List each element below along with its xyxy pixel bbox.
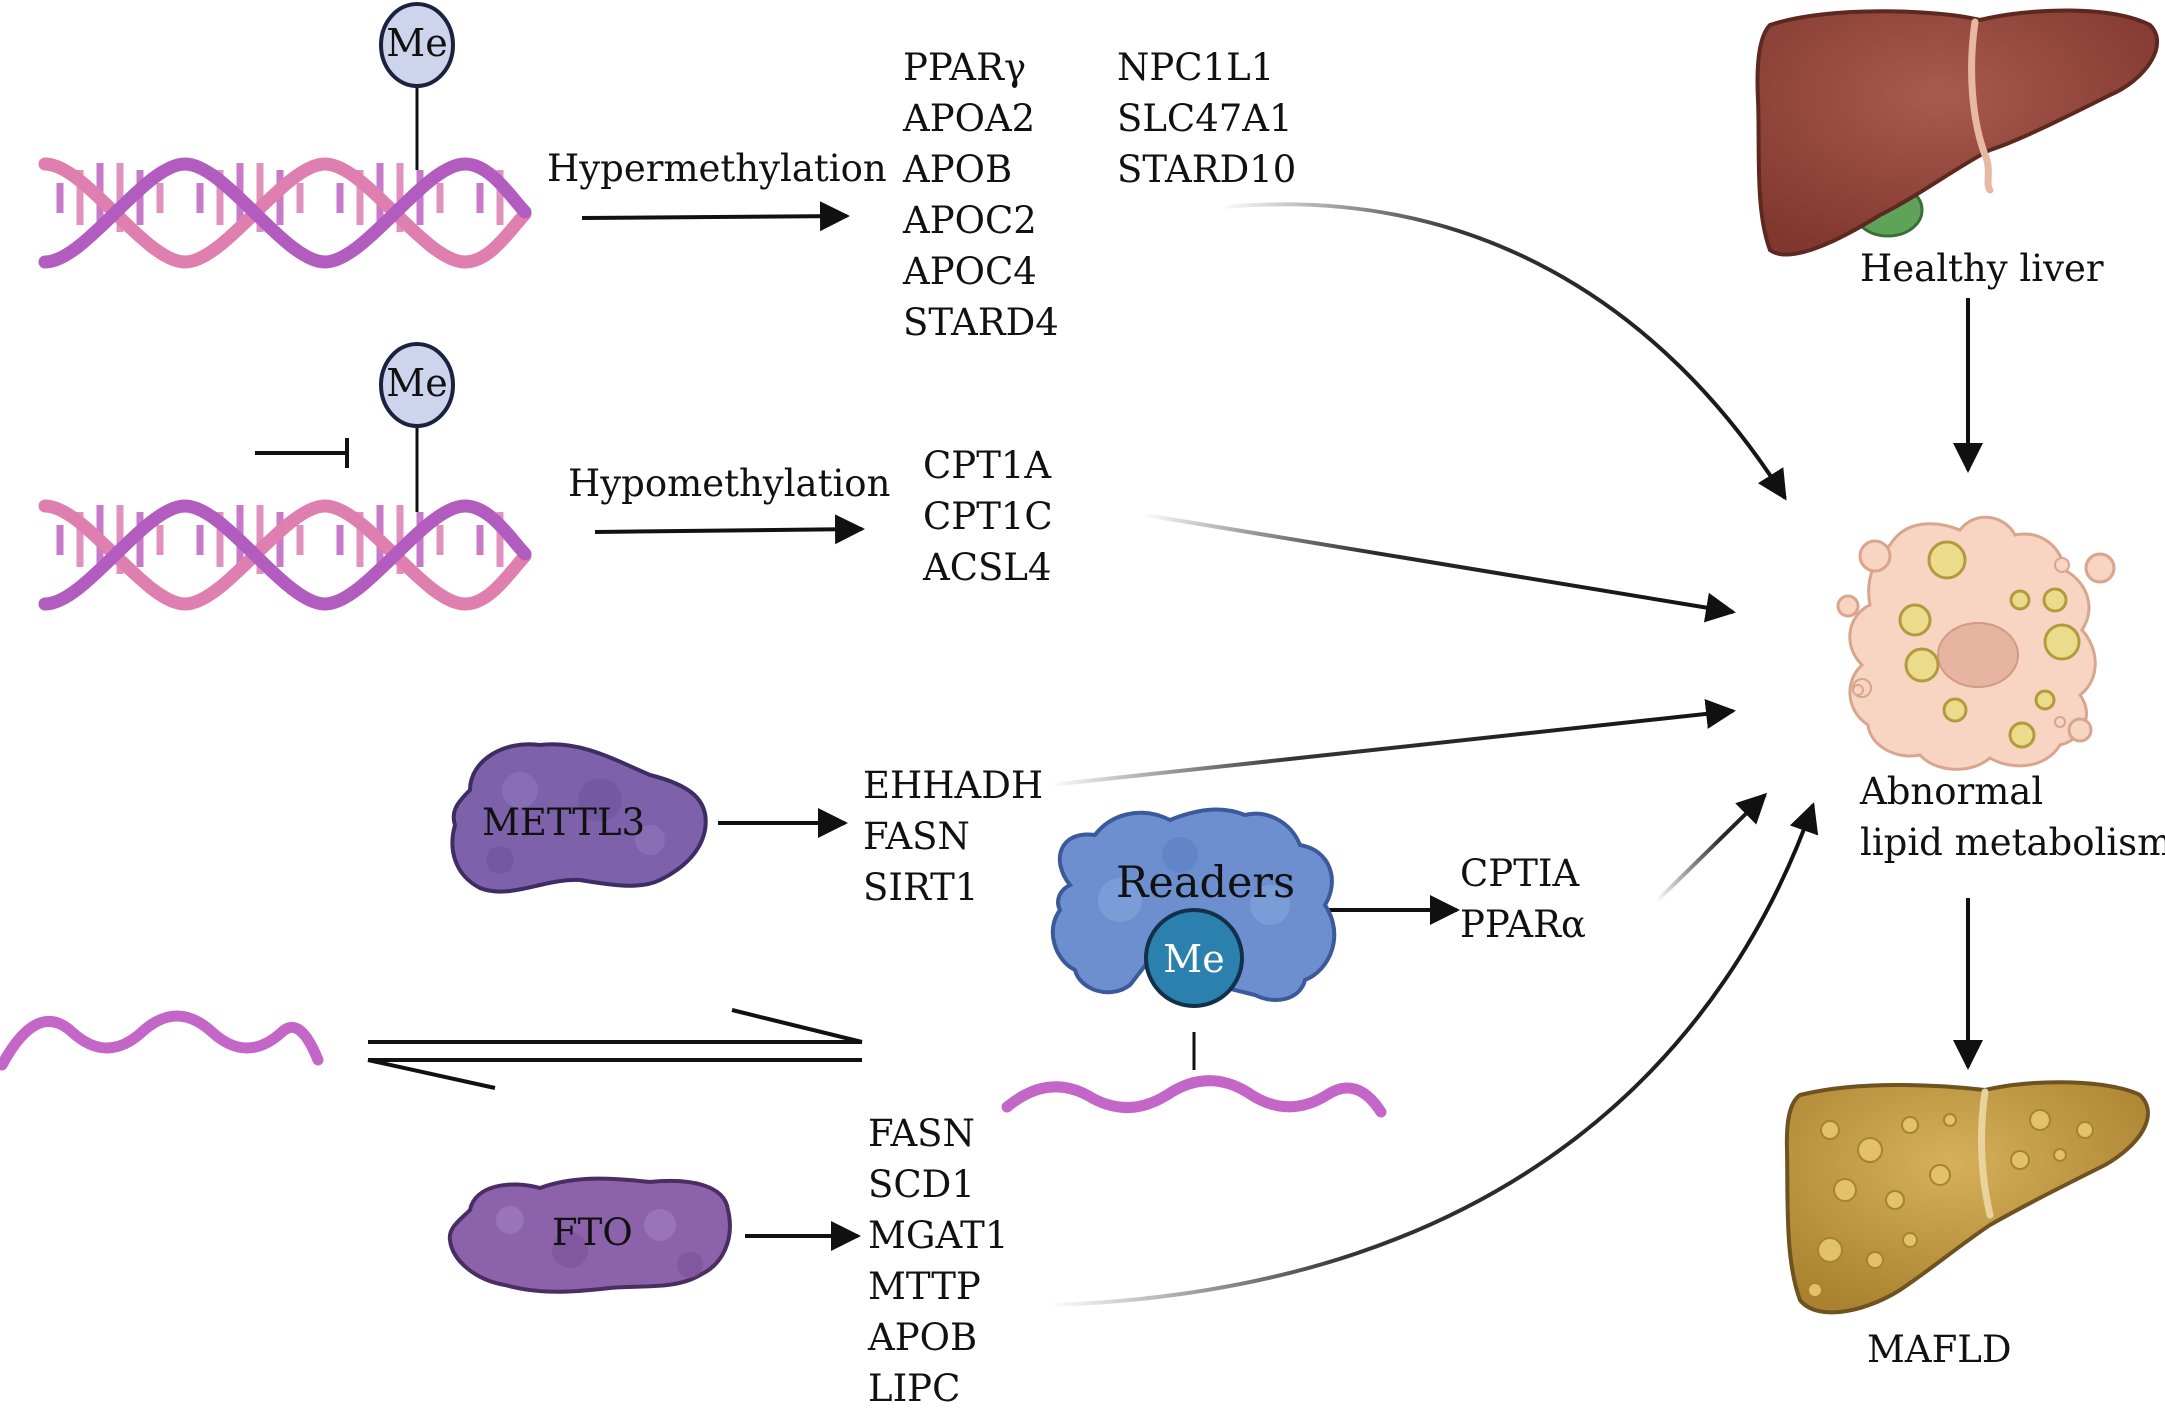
abnormal-lipid-metabolism-label-line2: lipid metabolism (1860, 821, 2165, 864)
dna-helix-top (38, 157, 532, 269)
gene-name: STARD10 (1117, 148, 1297, 191)
fatty-liver-icon (1784, 1080, 2150, 1315)
rna-strand-right (1001, 1075, 1387, 1118)
gene-name: APOC4 (903, 250, 1037, 293)
gene-name: STARD4 (903, 301, 1059, 344)
hypo-genes-to-abnormal-arrow (1144, 513, 1736, 623)
steatotic-cell-icon (1836, 515, 2116, 771)
gene-name: APOC2 (903, 199, 1037, 242)
gene-name: SIRT1 (863, 866, 979, 909)
fto-protein-icon (447, 1176, 732, 1294)
gene-name: FASN (863, 815, 970, 858)
mettl3-protein-icon (450, 742, 708, 894)
me-label: Me (386, 361, 447, 405)
mettl3-target-genes: EHHADH FASN SIRT1 (863, 760, 1043, 913)
hypomethylation-label: Hypomethylation (568, 462, 891, 505)
gene-name: SCD1 (868, 1163, 975, 1206)
methyl-group-icon (1144, 908, 1244, 1008)
readers-target-genes: CPTIA PPARα (1460, 848, 1586, 950)
gene-name: ACSL4 (923, 546, 1052, 589)
methyl-group-icon (379, 2, 455, 88)
dna-helix-middle (38, 499, 532, 611)
readers-label: Readers (1116, 858, 1296, 908)
hyper-genes-to-abnormal-arrow (1224, 202, 1787, 501)
gene-name: CPT1C (923, 495, 1053, 538)
healthy-liver-label: Healthy liver (1860, 247, 2104, 290)
me-label: Me (386, 21, 447, 65)
hypomethylation-arrow (594, 514, 865, 545)
gene-name: CPTIA (1460, 852, 1580, 895)
rna-strand-left (0, 1010, 324, 1071)
hypermethylation-label: Hypermethylation (547, 147, 887, 190)
readers-genes-to-abnormal-arrow (1655, 792, 1768, 903)
gene-name: MTTP (868, 1265, 981, 1308)
gene-name: SLC47A1 (1117, 97, 1293, 140)
gene-name: APOB (868, 1316, 978, 1359)
fto-label: FTO (552, 1211, 633, 1254)
gene-name: EHHADH (863, 764, 1044, 807)
gene-name: PPARα (1460, 903, 1586, 946)
methyl-group-icon (379, 342, 455, 428)
fto-target-genes: FASN SCD1 MGAT1 MTTP APOB LIPC (868, 1108, 1008, 1414)
fto-genes-to-abnormal-arrow (1049, 802, 1819, 1307)
gene-name: NPC1L1 (1117, 46, 1275, 89)
gene-name: MGAT1 (868, 1214, 1009, 1257)
mettl3-genes-to-abnormal-arrow (1049, 698, 1736, 787)
readers-protein-icon (1050, 807, 1337, 1002)
gene-name: APOA2 (903, 97, 1036, 140)
mafld-label: MAFLD (1867, 1328, 2012, 1371)
gene-name: CPT1A (923, 444, 1052, 487)
gene-name: PPARγ (903, 46, 1027, 89)
abnormal-lipid-metabolism-label-line1: Abnormal (1860, 770, 2044, 813)
gene-name: APOB (903, 148, 1013, 191)
inhibition-symbol (255, 438, 349, 468)
gene-name: FASN (868, 1112, 975, 1155)
healthy-liver-icon (1755, 8, 2160, 257)
hypermethylation-genes-column-1: PPARγ APOA2 APOB APOC2 APOC4 STARD4 (903, 42, 1059, 348)
mettl3-label: METTL3 (482, 801, 646, 844)
me-label: Me (1163, 937, 1224, 981)
hypomethylation-genes: CPT1A CPT1C ACSL4 (923, 440, 1053, 593)
hypermethylation-genes-column-2: NPC1L1 SLC47A1 STARD10 (1117, 42, 1296, 195)
gene-name: LIPC (868, 1367, 961, 1410)
equilibrium-arrows (367, 1008, 863, 1090)
hypermethylation-arrow (581, 201, 850, 232)
